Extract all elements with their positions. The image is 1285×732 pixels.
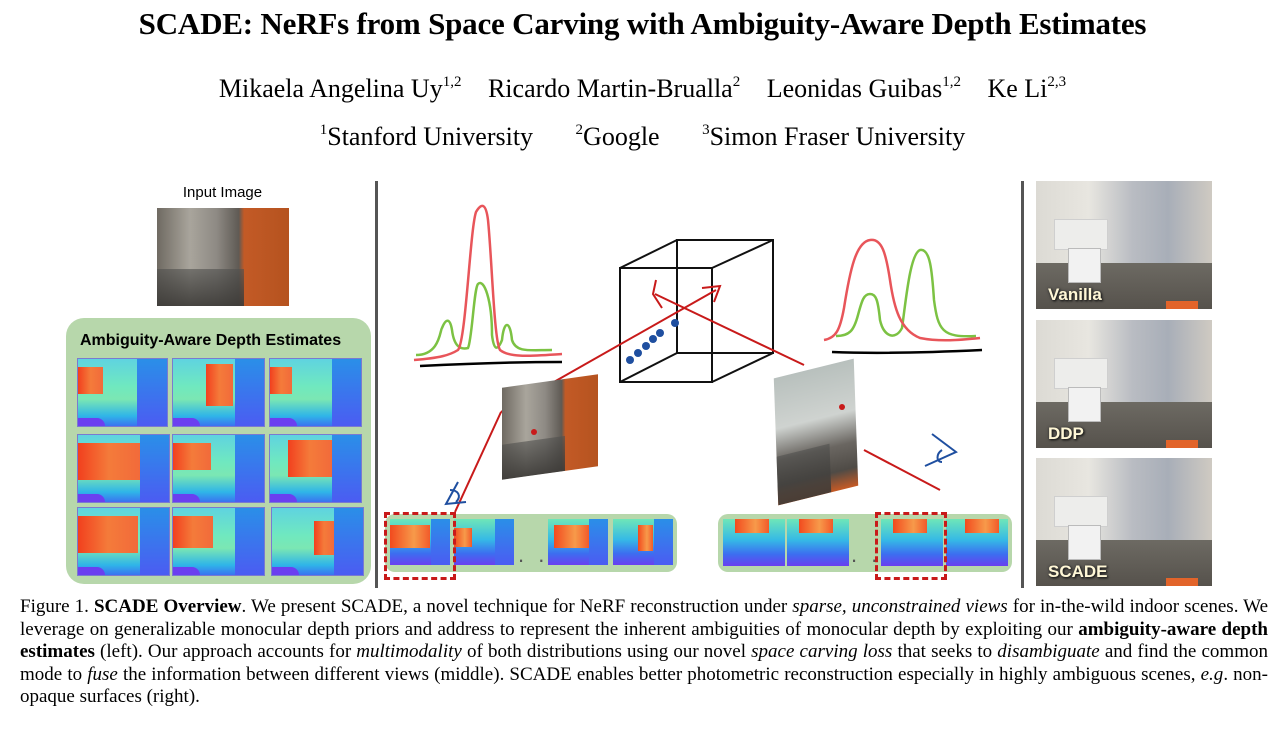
caption-text: . We present SCADE, a novel technique fo…	[241, 596, 793, 617]
figure-label: Figure 1.	[20, 596, 89, 617]
strip-depth-map	[946, 519, 1008, 566]
strip-depth-map	[613, 519, 673, 565]
pixel-dot-right	[839, 404, 845, 410]
result-vanilla: Vanilla	[1036, 181, 1212, 309]
affil-num: 1	[319, 122, 328, 138]
caption-emphasis: sparse, unconstrained views	[792, 596, 1008, 617]
strip-depth-map	[881, 519, 943, 566]
author-affil: 1,2	[942, 74, 961, 90]
caption-text: . non-opaque surfaces (right).	[20, 663, 1269, 708]
paper-title: SCADE: NeRFs from Space Carving with Amb…	[138, 6, 1147, 41]
strip-depth-map	[787, 519, 849, 566]
affil-num: 2	[575, 122, 584, 138]
eye-right-icon	[924, 433, 958, 467]
selected-depth-highlight-left	[384, 512, 456, 580]
result-label: Vanilla	[1048, 285, 1102, 304]
result-scade: SCADE	[1036, 458, 1212, 586]
divider-right	[1021, 181, 1024, 588]
depth-map	[269, 434, 362, 503]
depth-map	[172, 358, 265, 427]
strip-depth-map	[723, 519, 785, 566]
source-view-image-right	[773, 358, 859, 506]
cube-volume	[619, 239, 774, 383]
depth-map	[77, 358, 168, 427]
selected-depth-highlight-right	[875, 512, 947, 580]
caption-title: SCADE Overview	[93, 596, 242, 617]
depth-map	[269, 358, 362, 427]
author-affil: 2,3	[1047, 74, 1067, 90]
caption-text: (left). Our approach accounts for	[94, 641, 357, 663]
ray-samples	[626, 319, 679, 364]
divider-left	[375, 181, 378, 588]
source-view-image-left	[502, 374, 598, 480]
affil-name: Stanford University	[327, 122, 534, 151]
affiliation-list: 1Stanford University 2Google 3Simon Fras…	[0, 122, 1285, 152]
strip-depth-map	[548, 519, 608, 565]
caption-emphasis: multimodality	[356, 641, 462, 663]
depth-map	[77, 507, 170, 576]
left-distribution-curves	[413, 204, 563, 368]
author-name: Leonidas Guibas	[766, 74, 943, 103]
depth-map	[77, 434, 170, 503]
strip-depth-map	[454, 519, 514, 565]
caption-emphasis: disambiguate	[997, 641, 1100, 663]
author: Ke Li2,3	[987, 74, 1066, 103]
caption-text: and find the common mode to	[20, 641, 1268, 685]
eye-left-icon	[444, 481, 467, 506]
figure-caption: Figure 1. SCADE Overview. We present SCA…	[20, 596, 1268, 709]
author-affil: 1,2	[442, 74, 462, 90]
author: Mikaela Angelina Uy1,2	[219, 74, 462, 103]
affiliation: 3Simon Fraser University	[702, 122, 965, 151]
caption-text: the information between different views …	[117, 663, 1201, 685]
author-name: Ricardo Martin-Brualla	[487, 74, 733, 103]
author-list: Mikaela Angelina Uy1,2 Ricardo Martin-Br…	[0, 74, 1285, 104]
caption-bold: ambiguity-aware depth estimates	[20, 618, 1268, 663]
author: Ricardo Martin-Brualla2	[488, 74, 740, 103]
result-label: SCADE	[1048, 562, 1108, 581]
caption-emphasis: fuse	[87, 663, 118, 685]
right-distribution-curves	[823, 238, 983, 355]
depth-map	[271, 507, 364, 576]
caption-emphasis: e.g	[1200, 663, 1224, 685]
affiliation: 2Google	[576, 122, 660, 151]
author-name: Mikaela Angelina Uy	[218, 74, 443, 103]
affil-name: Simon Fraser University	[709, 122, 966, 151]
result-label: DDP	[1048, 424, 1084, 443]
pixel-dot-left	[531, 429, 537, 435]
author: Leonidas Guibas1,2	[767, 74, 961, 103]
depth-estimates-title: Ambiguity-Aware Depth Estimates	[80, 332, 342, 349]
author-name: Ke Li	[987, 74, 1048, 103]
caption-emphasis: space carving loss	[751, 641, 893, 663]
caption-text: for in-the-wild indoor scenes. We levera…	[20, 596, 1269, 640]
strip-depth-map	[390, 519, 450, 565]
depth-map	[172, 507, 265, 576]
affil-name: Google	[583, 122, 660, 151]
author-affil: 2	[732, 74, 741, 90]
caption-text: that seeks to	[892, 641, 998, 663]
space-carving-diagram	[413, 204, 983, 513]
input-image	[157, 208, 289, 306]
depth-map	[172, 434, 265, 503]
affiliation: 1Stanford University	[320, 122, 533, 151]
affil-num: 3	[702, 122, 710, 138]
input-image-label: Input Image	[182, 184, 263, 201]
caption-text: of both distributions using our novel	[461, 641, 752, 663]
result-ddp: DDP	[1036, 320, 1212, 448]
